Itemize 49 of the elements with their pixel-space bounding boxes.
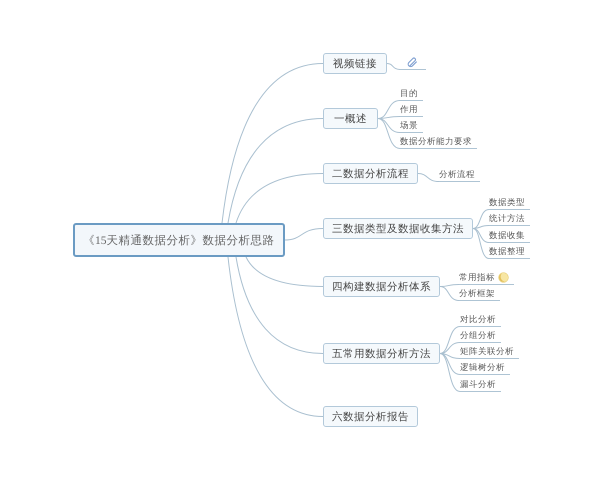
underlined-label: 矩阵关联分析 xyxy=(460,347,519,359)
underlined-label: 分组分析 xyxy=(460,331,501,343)
topic-line xyxy=(459,273,514,285)
branch-line xyxy=(236,173,324,224)
branch-line xyxy=(236,256,324,354)
branch-line xyxy=(228,118,324,224)
branch-line xyxy=(246,256,324,287)
central-topic-box: 《15天精通数据分析》数据分析思路 xyxy=(73,223,284,257)
underlined-label: 逻辑树分析 xyxy=(460,363,510,375)
topic-box: 五常用数据分析方法 xyxy=(323,343,440,364)
branch-line xyxy=(386,63,400,70)
branch-line xyxy=(440,353,460,359)
topic-box: 一概述 xyxy=(323,108,378,129)
underlined-label: 数据类型 xyxy=(489,198,530,210)
branch-line xyxy=(472,228,490,259)
branch-line xyxy=(472,209,490,229)
branch-line xyxy=(378,118,400,133)
branch-line xyxy=(418,173,440,182)
branch-line xyxy=(440,284,460,287)
branch-line xyxy=(440,342,460,354)
topic-box: 三数据类型及数据收集方法 xyxy=(323,218,473,239)
branch-line xyxy=(378,118,400,149)
topic-box: 六数据分析报告 xyxy=(323,406,418,427)
underlined-label: 分析框架 xyxy=(459,289,500,301)
underlined-label: 对比分析 xyxy=(460,315,501,327)
topic-box: 视频链接 xyxy=(323,53,387,74)
branch-line xyxy=(440,353,460,375)
branch-line xyxy=(378,100,400,119)
underlined-label: 数据分析能力要求 xyxy=(400,137,477,149)
topic-line xyxy=(400,58,426,70)
branch-line xyxy=(228,256,324,417)
topic-box: 四构建数据分析体系 xyxy=(323,276,440,297)
underlined-label: 场景 xyxy=(400,121,423,133)
underlined-label: 统计方法 xyxy=(489,214,530,226)
underlined-label: 分析流程 xyxy=(439,170,480,182)
branch-line xyxy=(222,63,324,224)
branch-line xyxy=(440,353,460,392)
branch-line xyxy=(440,326,460,354)
branch-line xyxy=(284,228,324,240)
branch-line xyxy=(472,228,490,243)
underlined-label: 作用 xyxy=(400,105,423,117)
branch-line xyxy=(440,286,460,301)
underlined-label: 数据收集 xyxy=(489,231,530,243)
topic-box: 二数据分析流程 xyxy=(323,163,418,184)
underlined-label: 数据整理 xyxy=(489,247,530,259)
underlined-label: 目的 xyxy=(400,89,423,101)
underlined-label: 漏斗分析 xyxy=(460,380,501,392)
branch-line xyxy=(472,225,490,229)
topic-label: 常用指标 xyxy=(459,273,495,284)
